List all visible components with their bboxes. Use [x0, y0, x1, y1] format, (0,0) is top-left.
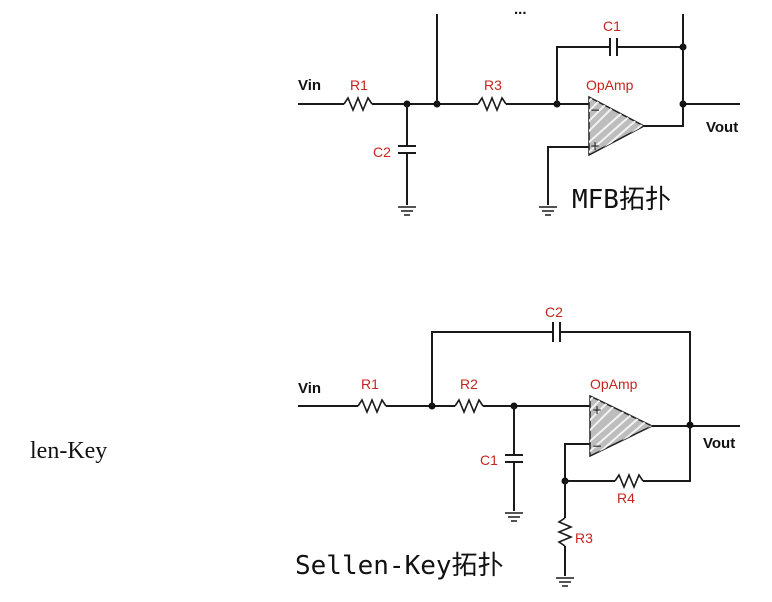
sk-c1-capacitor: [505, 454, 523, 463]
mfb-vout-label: Vout: [706, 119, 738, 136]
mfb-minus-sign: −: [590, 103, 600, 117]
mfb-r1-resistor: [343, 95, 373, 113]
sk-r4-wire-right: [643, 426, 691, 482]
sk-minus-sign: −: [592, 439, 602, 453]
sk-opamp: [589, 394, 654, 458]
sk-r2-resistor: [454, 397, 484, 415]
sk-caption: Sellen-Key拓扑: [295, 551, 504, 581]
sk-r4-resistor: [614, 472, 644, 490]
mfb-vin-label: Vin: [298, 77, 321, 94]
mfb-c2-label: C2: [373, 144, 391, 160]
ground-icon: [398, 206, 416, 216]
mfb-ellipsis: ...: [514, 1, 527, 18]
sk-c2-wire-right: [560, 331, 691, 424]
sk-r3-resistor: [556, 517, 574, 547]
sk-c2-label: C2: [545, 304, 563, 320]
sk-minus-wire: [564, 443, 590, 481]
mfb-plus-wire: [547, 146, 589, 205]
sk-r4-label: R4: [617, 490, 635, 506]
mfb-c1-label: C1: [603, 18, 621, 34]
sk-vout-label: Vout: [703, 435, 735, 452]
ground-icon: [556, 577, 574, 587]
ground-icon: [539, 206, 557, 216]
sk-c2-capacitor: [552, 322, 561, 342]
mfb-caption: MFB拓扑: [572, 185, 671, 215]
sk-c2-wire-left: [431, 331, 553, 406]
sk-r3-label: R3: [575, 530, 593, 546]
mfb-c1-capacitor: [609, 38, 618, 56]
sk-r1-label: R1: [361, 376, 379, 392]
mfb-plus-sign: +: [590, 139, 600, 153]
mfb-opamp-label: OpAmp: [586, 77, 634, 93]
sk-plus-sign: +: [592, 403, 602, 417]
side-label: len-Key: [30, 438, 108, 464]
mfb-circuit: Vin Vout ... R1 C2 R3 C1: [298, 1, 740, 216]
mfb-c2-capacitor: [398, 145, 416, 154]
sk-vin-label: Vin: [298, 380, 321, 397]
sk-opamp-label: OpAmp: [590, 376, 638, 392]
mfb-c1-wire-left: [556, 46, 610, 104]
mfb-r1-label: R1: [350, 77, 368, 93]
sk-c1-label: C1: [480, 452, 498, 468]
sk-r2-label: R2: [460, 376, 478, 392]
mfb-r3-label: R3: [484, 77, 502, 93]
sk-node-out: [686, 421, 694, 429]
sk-r1-resistor: [357, 397, 387, 415]
mfb-r3-resistor: [477, 95, 507, 113]
mfb-output-wire: [644, 103, 740, 127]
sallen-key-circuit: Vin Vout R1 C2 R2 C1 OpAmp + −: [295, 304, 740, 587]
ground-icon: [505, 512, 523, 522]
